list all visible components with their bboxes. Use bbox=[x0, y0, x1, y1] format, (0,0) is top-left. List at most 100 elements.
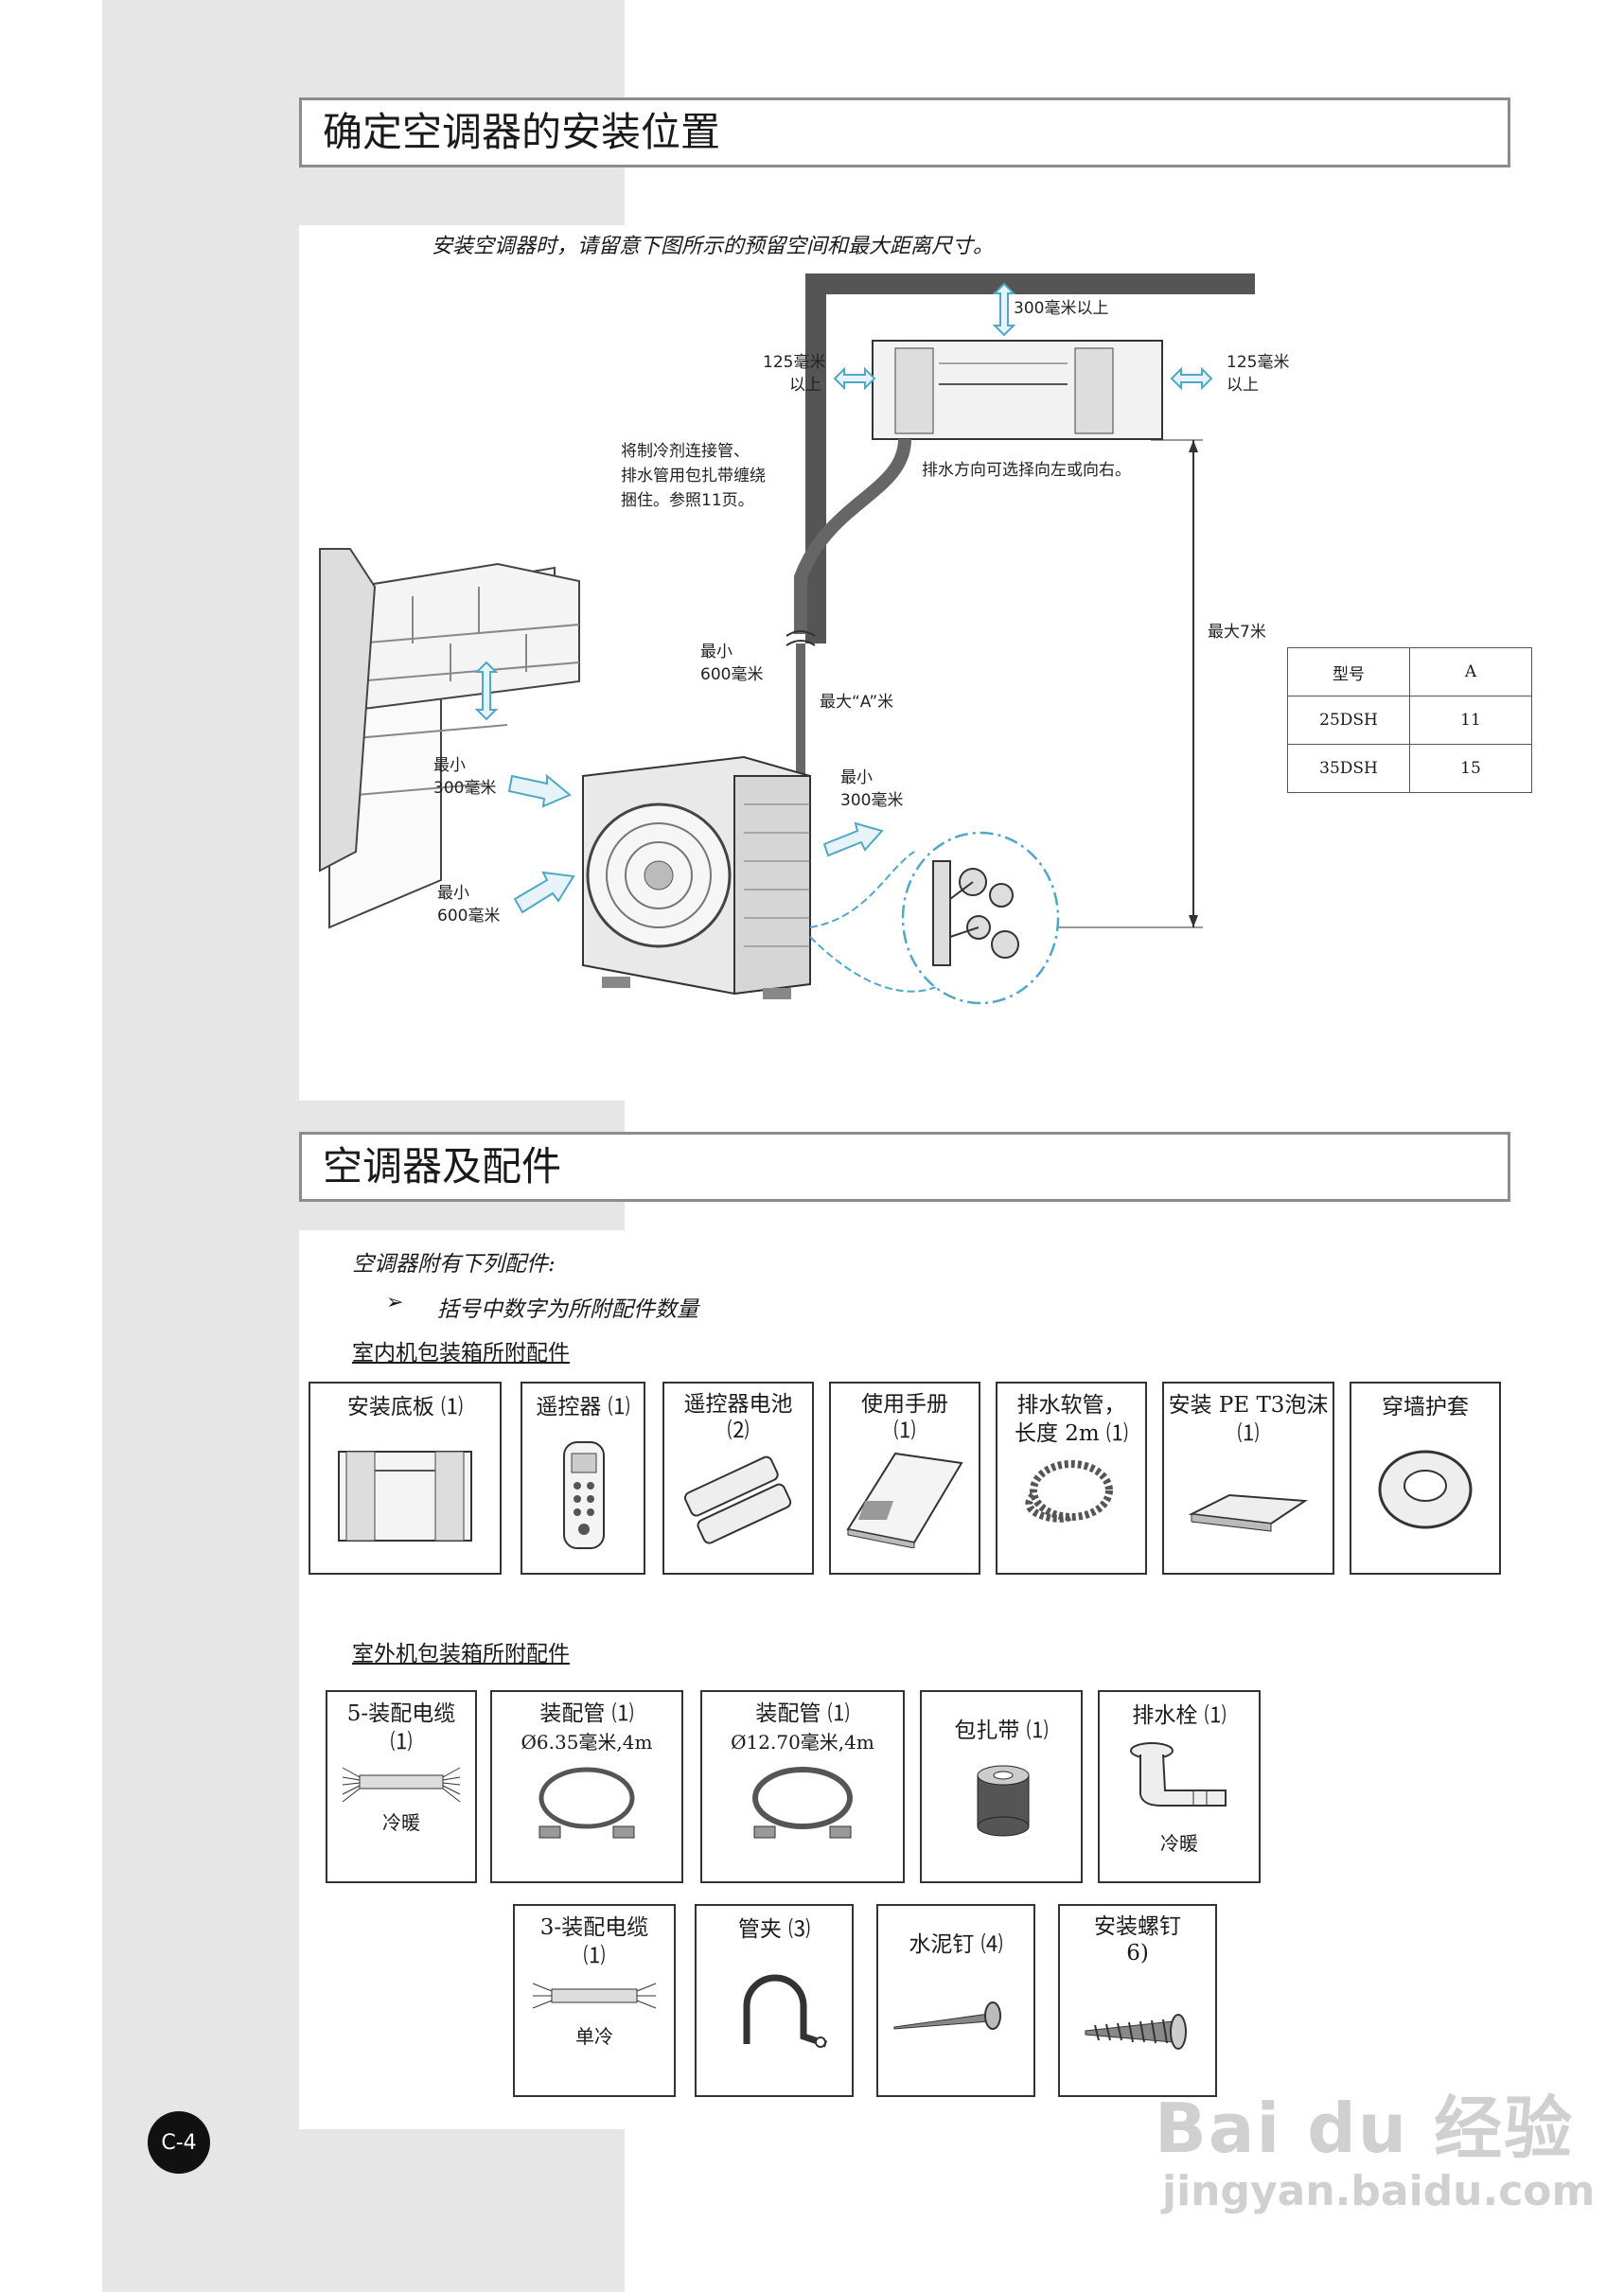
accessory-pipe-large: 装配管 ⑴Ø12.70毫米,4m bbox=[700, 1690, 905, 1883]
section-title-accessories: 空调器及配件 bbox=[299, 1132, 1510, 1202]
table-row: 型号 A bbox=[1287, 647, 1532, 696]
accessory-remote-control: 遥控器 ⑴ bbox=[521, 1382, 645, 1575]
item-qty: ⑴ bbox=[611, 1701, 634, 1726]
outdoor-accessories-heading: 室外机包装箱所附配件 bbox=[352, 1642, 570, 1666]
item-qty: ⑴ bbox=[441, 1395, 464, 1419]
item-qty: 6) bbox=[1126, 1941, 1149, 1966]
min300-right-label-2: 300毫米 bbox=[840, 791, 904, 810]
drain-plug-icon bbox=[1130, 1742, 1227, 1807]
callout-line bbox=[809, 851, 915, 928]
quantity-note: 括号中数字为所附配件数量 bbox=[437, 1297, 698, 1322]
wrap-note-line-1: 将制冷剂连接管、 bbox=[621, 442, 750, 461]
min300-right-label-1: 最小 bbox=[840, 768, 873, 787]
section-title-install-position: 确定空调器的安装位置 bbox=[299, 97, 1510, 167]
accessory-mounting-plate: 安装底板 ⑴ bbox=[309, 1382, 502, 1575]
item-note: 单冷 bbox=[575, 2025, 613, 2048]
note-arrow: ➢ bbox=[386, 1291, 404, 1314]
pipe-clamp-icon bbox=[743, 1974, 828, 2048]
max-a-label: 最大“A”米 bbox=[820, 693, 894, 712]
right-clearance-arrow bbox=[1170, 366, 1213, 391]
item-qty: ⑶ bbox=[788, 1917, 811, 1942]
item-name: 遥控器 bbox=[536, 1395, 602, 1419]
refrigerant-pipe-bundle bbox=[794, 438, 911, 634]
right-outdoor-clearance-arrow bbox=[822, 821, 884, 857]
item-name: 安装底板 bbox=[346, 1395, 434, 1419]
item-qty: ⑷ bbox=[980, 1932, 1003, 1957]
item-name: 装配管 bbox=[539, 1701, 606, 1726]
item-qty: ⑴ bbox=[608, 1395, 630, 1419]
cable-5-icon bbox=[342, 1767, 461, 1803]
outdoor-unit-icon bbox=[582, 755, 811, 999]
remote-control-icon bbox=[563, 1441, 605, 1549]
right-clearance-label-1: 125毫米 bbox=[1227, 353, 1290, 372]
min600-top-label-1: 最小 bbox=[700, 643, 733, 661]
section-title-text: 确定空调器的安装位置 bbox=[323, 109, 721, 155]
table-cell: 25DSH bbox=[1287, 696, 1410, 745]
manual-icon bbox=[846, 1452, 963, 1548]
item-name: 使用手册 bbox=[861, 1392, 948, 1417]
pipe-small-icon bbox=[538, 1767, 635, 1839]
accessory-cable-3: 3-装配电缆⑴ 单冷 bbox=[513, 1904, 676, 2097]
item-name: 遥控器电池 bbox=[683, 1392, 793, 1417]
table-cell: 15 bbox=[1409, 744, 1532, 793]
item-name: 包扎带 bbox=[954, 1719, 1020, 1743]
accessory-cable-5: 5-装配电缆 ⑴ 冷暖 bbox=[326, 1690, 477, 1883]
pipe-large-icon bbox=[752, 1767, 853, 1839]
item-name: 管夹 bbox=[737, 1917, 782, 1942]
item-qty: ⑴ bbox=[1204, 1703, 1227, 1728]
item-qty: ⑴ bbox=[893, 1419, 916, 1443]
indoor-wall bbox=[805, 273, 1255, 644]
accessories-intro: 空调器附有下列配件: bbox=[352, 1252, 556, 1277]
drain-direction-note: 排水方向可选择向左或向右。 bbox=[922, 461, 1131, 480]
wall-sleeve-icon bbox=[1378, 1450, 1473, 1529]
min600-front-label-1: 最小 bbox=[437, 884, 469, 903]
accessory-wall-sleeve: 穿墙护套 bbox=[1350, 1382, 1501, 1575]
installation-diagram bbox=[319, 273, 1255, 1005]
item-qty: ⑴ bbox=[390, 1730, 413, 1754]
accessory-concrete-nail: 水泥钉 ⑷ bbox=[876, 1904, 1035, 2097]
item-qty: ⑵ bbox=[727, 1419, 750, 1443]
accessory-drain-hose: 排水软管， 长度 2m ⑴ bbox=[996, 1382, 1147, 1575]
item-note: 冷暖 bbox=[382, 1811, 420, 1834]
table-row: 25DSH 11 bbox=[1287, 696, 1532, 745]
item-spec: Ø6.35毫米,4m bbox=[521, 1731, 653, 1754]
screw-icon bbox=[1085, 2014, 1187, 2050]
accessory-pipe-small: 装配管 ⑴ Ø6.35毫米,4m bbox=[490, 1690, 683, 1883]
accessory-user-manual: 使用手册⑴ bbox=[829, 1382, 980, 1575]
max-7m-label: 最大7米 bbox=[1208, 623, 1266, 642]
accessory-pe-foam: 安装 PE T3泡沫⑴ bbox=[1162, 1382, 1334, 1575]
top-clearance-arrow bbox=[992, 282, 1016, 337]
left-clearance-label-2: 以上 bbox=[789, 376, 821, 395]
service-valve-icon bbox=[932, 860, 1019, 966]
item-name: 5-装配电缆 bbox=[346, 1701, 456, 1726]
min600-front-label-2: 600毫米 bbox=[437, 907, 501, 926]
top-clearance-label: 300毫米以上 bbox=[1014, 299, 1109, 318]
item-length: 长度 2m bbox=[1014, 1421, 1100, 1446]
min300-left-label-2: 300毫米 bbox=[433, 779, 497, 798]
item-name: 排水栓 bbox=[1132, 1703, 1198, 1728]
mounting-plate-icon bbox=[338, 1451, 472, 1542]
wrap-note-line-3: 捆住。参照11页。 bbox=[621, 491, 754, 510]
item-qty: ⑴ bbox=[1237, 1421, 1260, 1446]
table-header-model: 型号 bbox=[1287, 647, 1410, 696]
item-name: 排水软管， bbox=[1016, 1393, 1126, 1418]
baidu-watermark-logo: Bai du 经验 bbox=[1155, 2089, 1575, 2168]
concrete-nail-icon bbox=[893, 2001, 1001, 2030]
item-name: 水泥钉 bbox=[909, 1932, 975, 1957]
table-cell: 11 bbox=[1409, 696, 1532, 745]
top-outdoor-clearance-arrow bbox=[474, 661, 499, 721]
wrap-note-line-2: 排水管用包扎带缠绕 bbox=[621, 467, 766, 485]
accessory-batteries: 遥控器电池⑵ bbox=[662, 1382, 814, 1575]
item-spec: Ø12.70毫米,4m bbox=[731, 1731, 874, 1754]
accessory-pipe-clamp: 管夹 ⑶ bbox=[695, 1904, 854, 2097]
foam-pad-icon bbox=[1188, 1493, 1308, 1532]
item-note: 冷暖 bbox=[1160, 1832, 1198, 1855]
left-clearance-label-1: 125毫米 bbox=[763, 353, 826, 372]
item-qty: ⑴ bbox=[1106, 1421, 1129, 1446]
item-name: 穿墙护套 bbox=[1382, 1395, 1469, 1419]
item-name: 装配管 bbox=[755, 1701, 821, 1726]
item-name: 安装螺钉 bbox=[1094, 1914, 1181, 1939]
accessory-drain-plug: 排水栓 ⑴ 冷暖 bbox=[1098, 1690, 1261, 1883]
left-outdoor-clearance-arrow bbox=[507, 773, 572, 808]
